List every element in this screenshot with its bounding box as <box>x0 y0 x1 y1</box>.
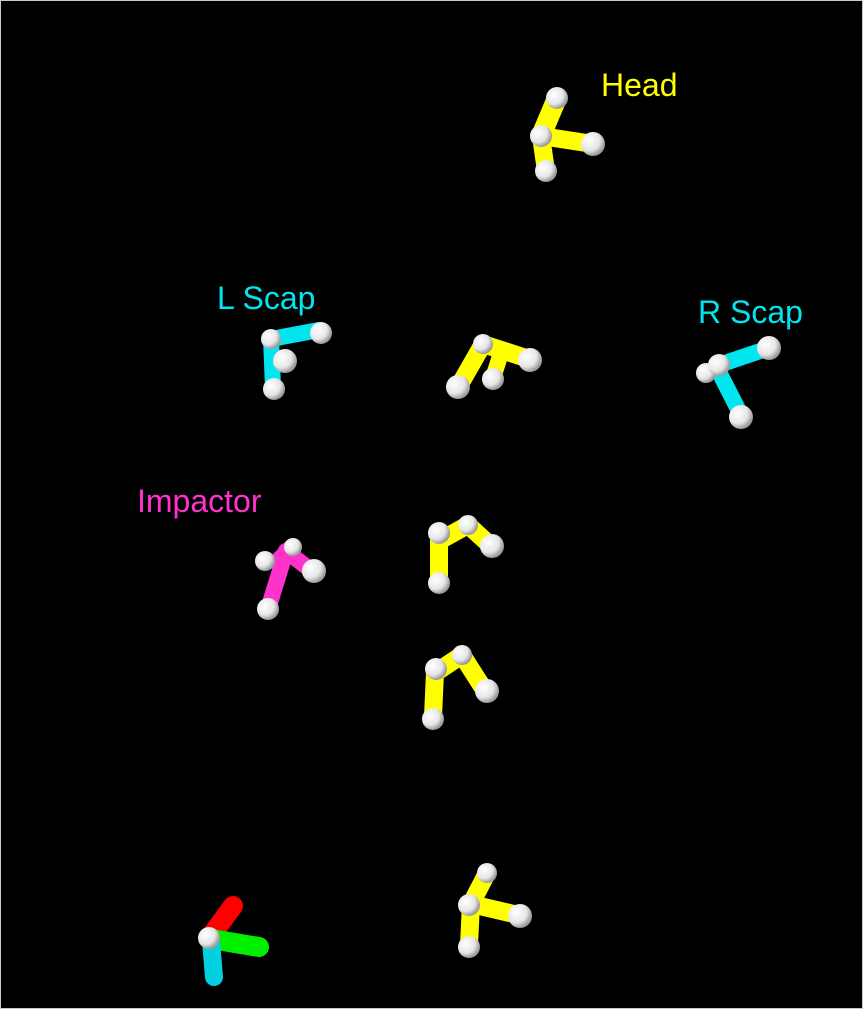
lower-torso-marker-cluster <box>422 645 499 730</box>
lower-torso-marker-sphere-2 <box>425 658 447 680</box>
head-marker-sphere-1 <box>546 87 568 109</box>
upper-torso-marker-sphere-1 <box>473 334 493 354</box>
pelvis-marker-sphere-4 <box>458 936 480 958</box>
left-scapula-marker-sphere-2 <box>310 322 332 344</box>
impactor-marker-cluster <box>255 538 326 620</box>
left-scapula-marker-sphere-1 <box>261 329 281 349</box>
coordinate-axes-triad <box>198 896 269 986</box>
upper-torso-marker-sphere-4 <box>482 368 504 390</box>
right-scapula-marker-sphere-4 <box>729 405 753 429</box>
upper-torso-marker-sphere-2 <box>446 375 470 399</box>
axes-origin-marker <box>198 927 220 949</box>
mid-torso-marker-sphere-2 <box>428 522 450 544</box>
lower-torso-marker-sphere-4 <box>422 708 444 730</box>
impactor-marker-sphere-2 <box>255 551 275 571</box>
head-marker-sphere-2 <box>530 125 552 147</box>
impactor-marker-sphere-4 <box>257 598 279 620</box>
pelvis-marker-sphere-2 <box>458 894 480 916</box>
mid-torso-marker-cluster <box>428 515 504 594</box>
left-scapula-label: L Scap <box>217 280 316 316</box>
upper-torso-marker-sphere-3 <box>518 348 542 372</box>
pelvis-marker-sphere-1 <box>477 863 497 883</box>
left-scapula-marker-cluster <box>261 322 332 400</box>
right-scapula-label: R Scap <box>698 294 803 330</box>
upper-torso-marker-cluster <box>446 334 542 399</box>
left-scapula-marker-sphere-4 <box>263 378 285 400</box>
head-marker-cluster <box>530 87 605 182</box>
impactor-marker-sphere-3 <box>302 559 326 583</box>
mid-torso-marker-sphere-3 <box>480 534 504 558</box>
impactor-marker-sphere-1 <box>284 538 302 556</box>
head-marker-sphere-4 <box>535 160 557 182</box>
left-scapula-marker-sphere-3 <box>273 349 297 373</box>
mid-torso-marker-sphere-1 <box>458 515 478 535</box>
head-label: Head <box>601 67 678 103</box>
lower-torso-marker-sphere-1 <box>452 645 472 665</box>
lower-torso-marker-sphere-3 <box>475 679 499 703</box>
pelvis-marker-cluster <box>458 863 532 958</box>
right-scapula-marker-cluster <box>696 336 781 429</box>
mid-torso-marker-sphere-4 <box>428 572 450 594</box>
head-marker-sphere-3 <box>581 132 605 156</box>
right-scapula-marker-sphere-3 <box>757 336 781 360</box>
pelvis-marker-sphere-3 <box>508 904 532 928</box>
impactor-label: Impactor <box>137 483 262 519</box>
right-scapula-marker-sphere-2 <box>708 354 730 376</box>
